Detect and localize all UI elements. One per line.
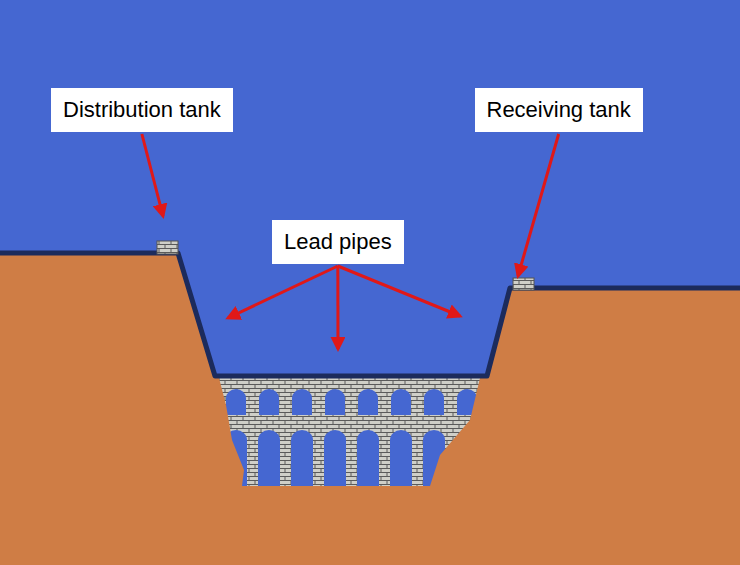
lower-arch [390, 430, 412, 492]
distribution-tank [157, 241, 178, 254]
label-box: Receiving tank [475, 88, 643, 132]
receiving-tank [513, 278, 534, 290]
lower-arch [258, 430, 280, 492]
leader-arrow [338, 266, 460, 316]
part-name: Distribution tank [63, 96, 221, 124]
upper-arch [358, 389, 378, 415]
upper-arch [226, 389, 246, 415]
upper-arch [391, 389, 411, 415]
upper-arch [424, 389, 444, 415]
lower-arch [357, 430, 379, 492]
label-box: Lead pipes [272, 220, 404, 264]
leader-arrow [336, 266, 339, 349]
lower-arch [291, 430, 313, 492]
lead-pipe [0, 253, 740, 376]
upper-arch [325, 389, 345, 415]
leader-arrow [228, 266, 338, 318]
part-name: Receiving tank [487, 96, 631, 124]
leader-arrow [518, 134, 559, 276]
label-box: Distribution tank [51, 88, 233, 132]
lower-arch [324, 430, 346, 492]
upper-arch [259, 389, 279, 415]
leader-arrow [142, 134, 163, 216]
part-name: Lead pipes [284, 228, 392, 256]
upper-arch [292, 389, 312, 415]
ground [0, 255, 740, 565]
